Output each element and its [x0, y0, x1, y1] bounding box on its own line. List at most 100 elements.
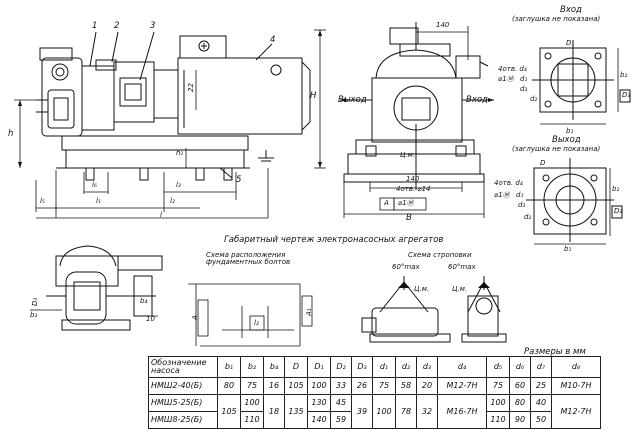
table-cell: 75: [486, 377, 510, 395]
table-cell: 45: [330, 394, 352, 412]
outlet-flange-view: [526, 158, 623, 245]
table-cell: 60: [509, 377, 531, 395]
d2-outlet: d₂: [524, 213, 532, 221]
table-cell: М12-7Н: [551, 394, 601, 429]
D3-inlet: D₃: [622, 91, 631, 99]
center-mark-sling-1: Ц.м.: [414, 285, 430, 293]
table-cell: НМШ8-25(Б): [148, 411, 218, 429]
table-cell: 105: [284, 377, 308, 395]
pos-2-label: 2: [114, 21, 120, 31]
side-view-pump-unit: [36, 31, 311, 181]
dim-22-label: 22: [187, 83, 195, 92]
A1-label: A₁: [305, 308, 313, 316]
dim-140-top: 140: [436, 21, 450, 29]
D3-outlet: D₃: [614, 207, 623, 215]
table-cell: 40: [530, 394, 552, 412]
holes-3-label: 4отв. ⌀14: [396, 185, 431, 193]
table-cell: 33: [330, 377, 352, 395]
dim-140-bottom: 140: [406, 175, 420, 183]
table-header-cell: D₁: [307, 356, 331, 378]
dim-10-end-view: 10: [146, 315, 155, 323]
table-cell: 135: [284, 394, 308, 429]
vhod-label: Вход: [466, 95, 488, 105]
Dx-end-view: D₃: [31, 297, 39, 306]
table-header-cell: D: [284, 356, 308, 378]
table-header-cell: d₃: [416, 356, 438, 378]
outlet-note: (заглушка не показана): [512, 145, 601, 153]
table-cell: М16-7Н: [437, 394, 487, 429]
D1-inlet: D₁: [566, 39, 575, 47]
holes-2-label: 4отв. d₄: [494, 179, 523, 187]
holes-1-label: 4отв. d₄: [498, 65, 527, 73]
table-cell: 16: [263, 377, 285, 395]
table-cell: 58: [395, 377, 417, 395]
table-cell: 80: [217, 377, 241, 395]
table-header-cell: b₂: [240, 356, 264, 378]
d1-outlet: d₁: [516, 191, 524, 199]
center-mark-front: Ц.м.: [400, 151, 416, 159]
b3-end-view: b₃: [30, 311, 38, 319]
table-cell: 50: [530, 411, 552, 429]
table-cell: 100: [372, 394, 396, 429]
table-header-row: Обозначение насоса b₁ b₂ b₄ D D₁ D₂ D₃ d…: [148, 356, 601, 378]
table-cell: 75: [372, 377, 396, 395]
center-mark-sling-2: Ц.м.: [452, 285, 468, 293]
table-cell: 18: [263, 394, 285, 429]
sling-scheme-title: Схема строповки: [408, 251, 472, 259]
table-header-cell: d₁: [372, 356, 396, 378]
tol-2-label: ⌀1Ⓜ: [494, 191, 510, 199]
H-label: H: [310, 91, 317, 101]
pos-4-label: 4: [270, 35, 276, 45]
B-label: B: [406, 213, 412, 223]
D-outlet: D: [540, 159, 546, 167]
tol-1-label: ⌀1Ⓜ: [498, 75, 514, 83]
table-cell: 130: [307, 394, 331, 412]
table-header-cell: d₈: [551, 356, 601, 378]
datum-a-front: А: [384, 199, 389, 207]
l-label: l: [160, 211, 162, 219]
table-header-cell: D₂: [330, 356, 352, 378]
inlet-title: Вход: [560, 5, 582, 15]
table-row: НМШ2-40(Б) 80 75 16 105 100 33 26 75 58 …: [148, 377, 601, 395]
front-view-dimensions: [343, 26, 485, 218]
l5-label: l₅: [40, 197, 45, 205]
d1-inlet: d₁: [520, 75, 528, 83]
table-row: НМШ5-25(Б) 105 100 18 135 130 45 39 100 …: [148, 394, 601, 429]
table-cell: 80: [509, 394, 531, 412]
table-cell: 59: [330, 411, 352, 429]
pos-1-label: 1: [92, 21, 98, 31]
table-cell: 140: [307, 411, 331, 429]
angle-max-1: 60°max: [392, 263, 420, 271]
table-cell: 75: [240, 377, 264, 395]
table-cell: 39: [351, 394, 373, 429]
dimensions-table: Обозначение насоса b₁ b₂ b₄ D D₁ D₂ D₃ d…: [148, 356, 601, 429]
b4-end-view: b₄: [140, 297, 148, 305]
d3-outlet: d₃: [518, 201, 526, 209]
d3-inlet: d₃: [520, 85, 528, 93]
foundation-scheme-title: Схема расположения фундаментных болтов: [206, 251, 291, 266]
b1-inlet: b₁: [566, 127, 574, 135]
d2-inlet: d₂: [530, 95, 538, 103]
table-cell: 110: [486, 411, 510, 429]
pos-3-label: 3: [150, 21, 156, 31]
table-cell: М10-7Н: [551, 377, 601, 395]
table-cell: 100: [307, 377, 331, 395]
table-header-cell: b₄: [263, 356, 285, 378]
table-cell: 105: [217, 394, 241, 429]
table-cell: 90: [509, 411, 531, 429]
table-cell: 100: [486, 394, 510, 412]
tol-3-label: ⌀1Ⓜ: [398, 199, 414, 207]
table-cell: НМШ5-25(Б): [148, 394, 218, 412]
b2-inlet: b₂: [620, 71, 628, 79]
table-header-cell: d₅: [486, 356, 510, 378]
l3-label: l₃: [176, 181, 181, 189]
A-label: A: [191, 315, 199, 320]
pump-end-view: [30, 245, 163, 331]
foundation-bolts-scheme: [188, 283, 313, 347]
l1-label: l₁: [96, 197, 101, 205]
front-view-pump: [340, 22, 494, 190]
table-header-cell: Обозначение насоса: [148, 356, 218, 378]
side-view-dimensions: [14, 29, 326, 219]
l6-label: l₆: [92, 181, 97, 189]
